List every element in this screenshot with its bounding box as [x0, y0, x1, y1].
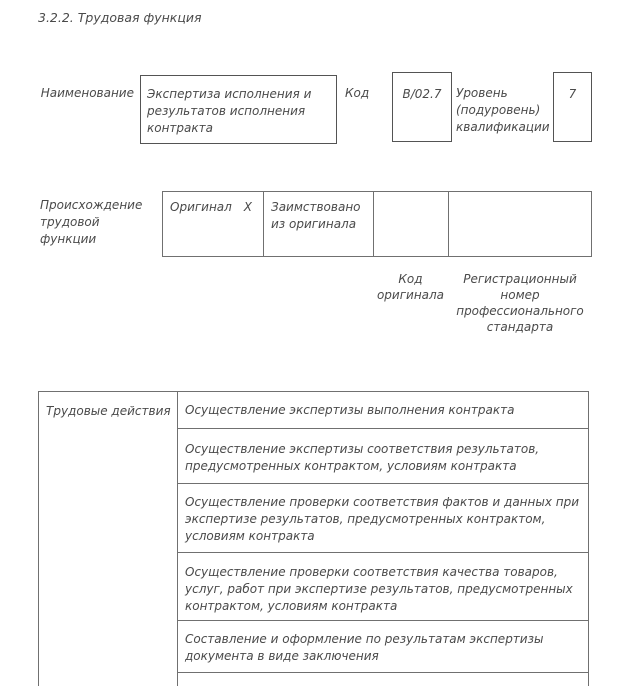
- actions-rows: Осуществление экспертизы выполнения конт…: [178, 392, 588, 686]
- registration-caption: Регистрационный номер профессионального …: [456, 272, 584, 334]
- origin-original-label: Оригинал: [170, 200, 232, 214]
- level-label: Уровень (подуровень) квалификации: [456, 86, 550, 134]
- origin-registration-cell: [449, 192, 591, 256]
- origin-original-mark: X: [243, 200, 252, 214]
- action-row: Осуществление экспертизы соответствия ре…: [178, 429, 588, 484]
- level-value-box: 7: [553, 72, 592, 142]
- actions-header-cell: Трудовые действия: [39, 392, 178, 686]
- origin-original-cell: Оригинал X: [163, 192, 264, 256]
- name-label: Наименование: [40, 86, 134, 100]
- page-title: 3.2.2. Трудовая функция: [38, 10, 202, 25]
- action-row: Осуществление проверки соответствия каче…: [178, 553, 588, 621]
- name-value-box: Экспертиза исполнения и результатов испо…: [140, 75, 337, 144]
- origin-label: Происхождение трудовой функции: [40, 198, 143, 246]
- action-row: Осуществление проверки соответствия факт…: [178, 484, 588, 553]
- action-row-partial: [178, 673, 588, 686]
- origin-code-cell: [374, 192, 449, 256]
- code-value-box: В/02.7: [392, 72, 452, 142]
- action-row: Осуществление экспертизы выполнения конт…: [178, 392, 588, 429]
- action-row: Составление и оформление по результатам …: [178, 621, 588, 673]
- origin-borrowed-cell: Заимствовано из оригинала: [264, 192, 374, 256]
- origin-table: Оригинал X Заимствовано из оригинала: [162, 191, 592, 257]
- original-code-caption: Код оригинала: [376, 272, 445, 302]
- actions-table: Трудовые действия Осуществление эксперти…: [38, 391, 589, 686]
- code-label: Код: [345, 86, 370, 100]
